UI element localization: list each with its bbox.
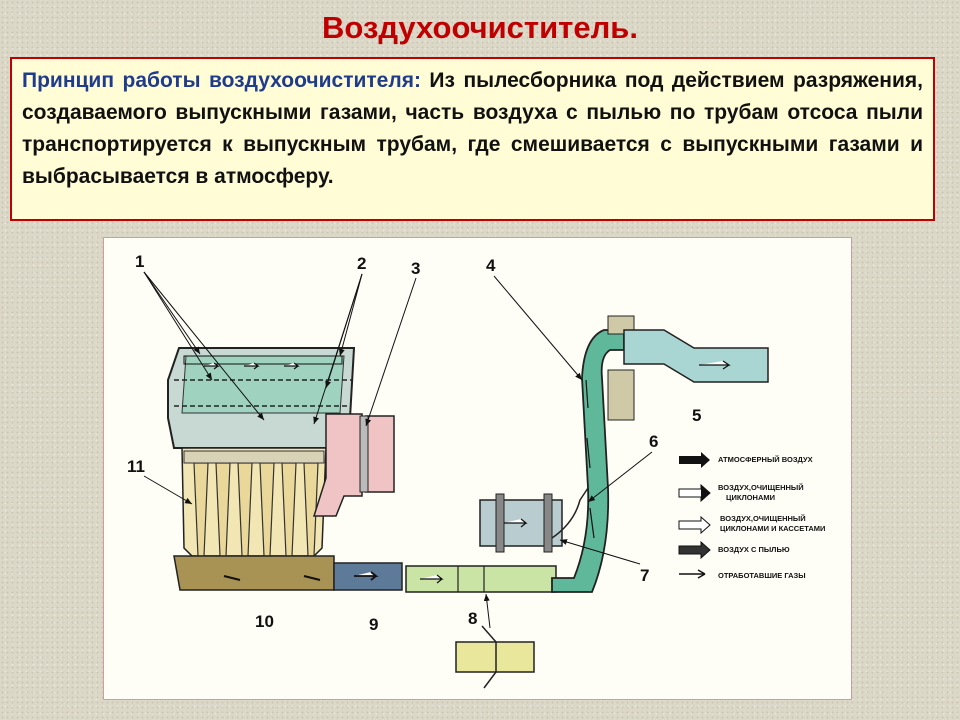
legend: АТМОСФЕРНЫЙ ВОЗДУХ ВОЗДУХ,ОЧИЩЕННЫЙ ЦИКЛ… <box>678 452 825 580</box>
exhaust-outlet <box>623 329 769 383</box>
label-1: 1 <box>135 252 144 271</box>
description-lead: Принцип работы воздухоочистителя: <box>22 69 421 92</box>
dust-valve <box>455 641 535 673</box>
label-9: 9 <box>369 615 378 634</box>
legend-item-cyclone-cassette-cleaned: ВОЗДУХ,ОЧИЩЕННЫЙ ЦИКЛОНАМИ И КАССЕТАМИ <box>678 514 825 535</box>
svg-text:ЦИКЛОНАМИ И КАССЕТАМИ: ЦИКЛОНАМИ И КАССЕТАМИ <box>720 524 825 533</box>
exhaust-assembly <box>405 315 769 689</box>
air-cleaner-assembly <box>167 347 403 591</box>
svg-text:ОТРАБОТАВШИЕ ГАЗЫ: ОТРАБОТАВШИЕ ГАЗЫ <box>718 571 806 580</box>
description-body: Из пылесборника под действием разряжения… <box>22 69 923 188</box>
label-2: 2 <box>357 254 366 273</box>
legend-item-dusty-air: ВОЗДУХ С ПЫЛЬЮ <box>678 540 790 560</box>
label-3: 3 <box>411 259 420 278</box>
svg-text:ВОЗДУХ,ОЧИЩЕННЫЙ: ВОЗДУХ,ОЧИЩЕННЫЙ <box>718 483 804 492</box>
svg-text:ВОЗДУХ С ПЫЛЬЮ: ВОЗДУХ С ПЫЛЬЮ <box>718 545 790 554</box>
label-6: 6 <box>649 432 658 451</box>
label-8: 8 <box>468 609 477 628</box>
legend-item-cyclone-cleaned: ВОЗДУХ,ОЧИЩЕННЫЙ ЦИКЛОНАМИ <box>678 483 804 503</box>
leader-lines <box>143 271 653 629</box>
label-7: 7 <box>640 566 649 585</box>
svg-text:ЦИКЛОНАМИ: ЦИКЛОНАМИ <box>726 493 775 502</box>
exhaust-pipe <box>551 329 625 593</box>
label-11: 11 <box>127 457 145 476</box>
label-4: 4 <box>486 256 496 275</box>
svg-text:АТМОСФЕРНЫЙ ВОЗДУХ: АТМОСФЕРНЫЙ ВОЗДУХ <box>718 455 813 464</box>
legend-item-exhaust-gases: ОТРАБОТАВШИЕ ГАЗЫ <box>679 569 806 580</box>
label-5: 5 <box>692 406 701 425</box>
legend-item-atmospheric-air: АТМОСФЕРНЫЙ ВОЗДУХ <box>679 452 813 468</box>
cassette-filter <box>181 355 345 414</box>
dust-collector <box>173 555 335 591</box>
air-cleaner-diagram: 1 2 3 4 5 6 7 8 9 10 11 АТМОСФЕРНЫЙ ВОЗД… <box>103 237 852 700</box>
svg-text:ВОЗДУХ,ОЧИЩЕННЫЙ: ВОЗДУХ,ОЧИЩЕННЫЙ <box>720 514 806 523</box>
description-box: Принцип работы воздухоочистителя: Из пыл… <box>10 57 935 221</box>
page-title: Воздухоочиститель. <box>322 10 638 45</box>
flow-arrows <box>204 360 731 584</box>
diagram-svg: 1 2 3 4 5 6 7 8 9 10 11 АТМОСФЕРНЫЙ ВОЗД… <box>127 252 825 689</box>
label-10: 10 <box>255 612 274 631</box>
